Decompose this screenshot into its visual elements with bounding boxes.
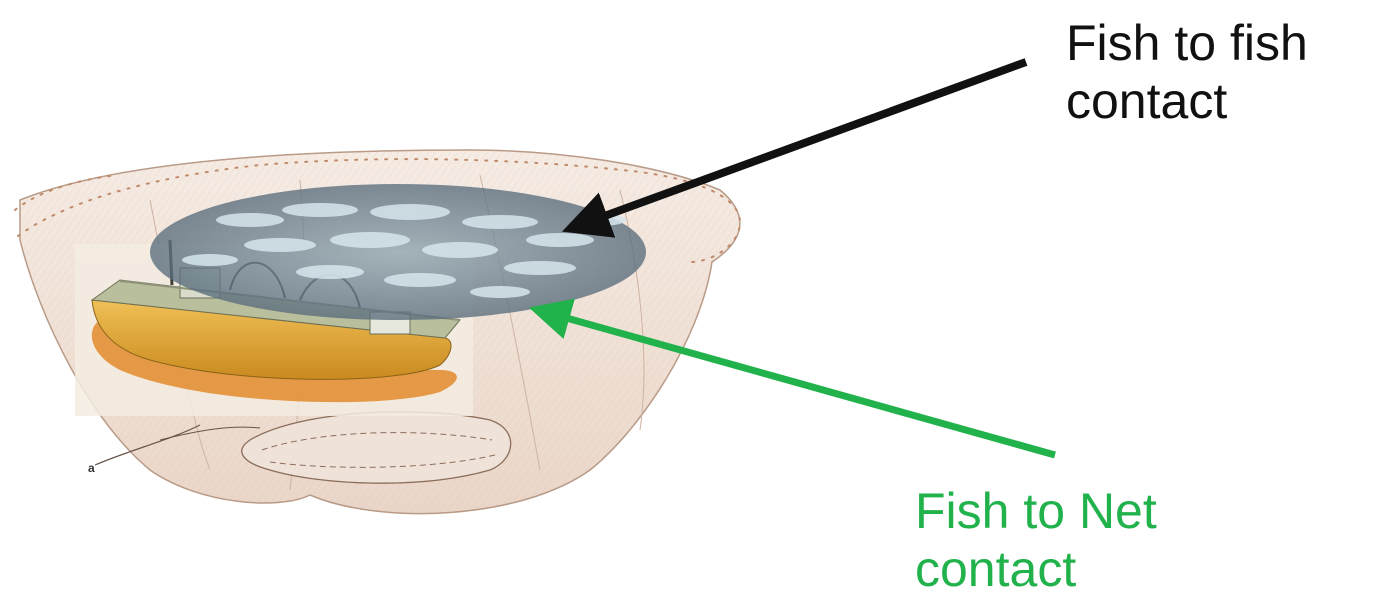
fish-to-fish-line2: contact bbox=[1066, 72, 1308, 130]
fish-to-net-line2: contact bbox=[915, 540, 1157, 598]
fish-to-net-line1: Fish to Net bbox=[915, 482, 1157, 540]
fish-to-fish-arrow bbox=[580, 62, 1026, 225]
net-marker-a: a bbox=[88, 461, 95, 475]
fish-school-zone bbox=[150, 184, 646, 320]
fish-to-fish-line1: Fish to fish bbox=[1066, 14, 1308, 72]
fish-to-fish-label: Fish to fish contact bbox=[1066, 14, 1308, 130]
fish-to-net-label: Fish to Net contact bbox=[915, 482, 1157, 598]
